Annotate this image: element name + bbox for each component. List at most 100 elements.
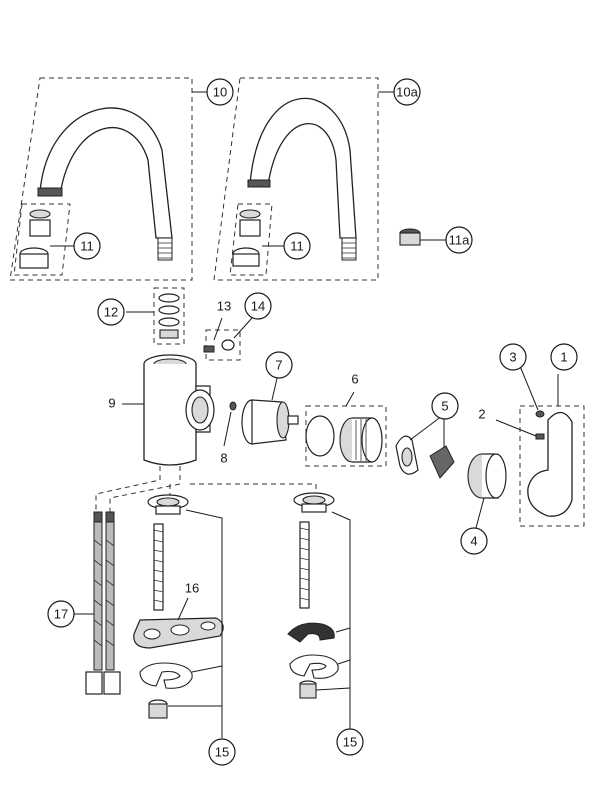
callout-3-label: 3: [509, 350, 516, 365]
callout-14-label: 14: [251, 299, 265, 314]
callout-1: 1: [550, 343, 578, 371]
aerator-11-left-housing: [19, 253, 49, 269]
fixing-right-flange-neck: [301, 503, 327, 513]
screw-2: [535, 433, 545, 440]
callout-1-label: 1: [560, 350, 567, 365]
aerator-11a-body: [399, 232, 421, 246]
cartridge-7: [241, 373, 299, 445]
callout-10-label: 10: [213, 85, 227, 100]
callout-8-label: 8: [220, 451, 227, 466]
callout-15-right: 15: [336, 728, 364, 756]
aerator-11-left-outline: [13, 203, 71, 276]
callout-2-label: 2: [478, 407, 485, 422]
fixing-right-clip: [287, 622, 335, 643]
callout-7-label: 7: [275, 358, 282, 373]
callout-17: 17: [47, 600, 75, 628]
fixing-left-washer: [139, 662, 193, 689]
adaptor-5-b: [429, 445, 455, 479]
aerator-11-left-body: [29, 219, 51, 237]
callout-7: 7: [265, 351, 293, 379]
fixing-left-stud: [153, 523, 164, 611]
fixing-left-flange-neck: [155, 505, 181, 515]
seal-6-ring: [305, 415, 335, 457]
fixing-right-nut: [299, 683, 317, 699]
cap-4-front: [485, 453, 507, 499]
tap-body-9: [122, 354, 215, 466]
spout-10-dashed-outline: [9, 77, 193, 281]
spout-10a-connector: [341, 237, 357, 261]
spout-10a-dashed-outline: [213, 77, 379, 281]
cartridge-7-stem: [287, 415, 299, 425]
adaptors-5: [395, 415, 455, 479]
handle-1-outline: [519, 405, 585, 527]
alignment-left: [95, 466, 161, 516]
oring-12-c: [158, 317, 180, 327]
aerator-11-right-outline: [229, 203, 273, 276]
handle-group-1: [495, 365, 585, 527]
callout-15-left-label: 15: [215, 745, 229, 760]
fixing-left-flange-inner: [156, 497, 180, 507]
cap-4: [467, 453, 507, 529]
spout-10-tip: [37, 187, 63, 197]
fixing-left-nut: [148, 703, 168, 719]
callout-17-label: 17: [54, 607, 68, 622]
alignment-lines: [95, 466, 317, 516]
callout-11-right: 11: [283, 232, 311, 260]
body-9-cylinder: [143, 364, 197, 466]
oring-12-d: [159, 329, 179, 339]
nut-6-front: [361, 417, 383, 463]
aerator-11-right-housing: [232, 253, 260, 267]
callout-6-label: 6: [351, 372, 358, 387]
callout-13-label: 13: [217, 299, 231, 314]
hose-17-b-nut: [103, 671, 121, 695]
oring-12-a: [158, 293, 180, 303]
callout-5-label: 5: [441, 399, 448, 414]
callout-11-left: 11: [73, 232, 101, 260]
orings-12-outline: [153, 287, 185, 345]
hose-17-a-tip: [93, 511, 103, 523]
spout-10-connector: [157, 237, 173, 261]
callout-4-label: 4: [470, 534, 477, 549]
spout-group-10a: [213, 77, 394, 281]
fixing-right-stud: [299, 521, 310, 609]
retainer-6: [305, 391, 387, 467]
callout-4: 4: [460, 527, 488, 555]
callout-15-right-label: 15: [343, 735, 357, 750]
callout-16-label: 16: [185, 581, 199, 596]
spout-group-10: [9, 77, 208, 281]
callout-11-left-label: 11: [80, 239, 94, 254]
fixing-kit-left: [133, 494, 224, 738]
callout-10a-label: 10a: [396, 85, 418, 100]
callout-15-left: 15: [208, 738, 236, 766]
alignment-left-2: [109, 466, 181, 516]
callout-10: 10: [206, 78, 234, 106]
retainer-6-outline: [305, 405, 387, 467]
pin-8-shape: [229, 401, 237, 411]
fixing-right-flange-inner: [302, 495, 326, 505]
adaptor-5-a-bore: [401, 447, 413, 467]
callout-12: 12: [97, 298, 125, 326]
fixing-right-washer: [289, 654, 339, 679]
aerator-11a: [399, 228, 446, 246]
callout-12-label: 12: [104, 305, 118, 320]
cartridge-7-front: [276, 401, 290, 439]
aerator-11-right-body: [239, 219, 261, 237]
oring-12-b: [158, 305, 180, 315]
callout-11a: 11a: [445, 226, 473, 254]
callout-14: 14: [244, 292, 272, 320]
callout-5: 5: [431, 392, 459, 420]
callout-3: 3: [499, 343, 527, 371]
fixing-kit-right: [287, 492, 351, 738]
spout-10-tube: [39, 107, 173, 239]
washer-14: [221, 339, 235, 351]
body-9-port-bore: [191, 396, 209, 424]
callout-11a-label: 11a: [449, 233, 470, 248]
hoses-17: [74, 511, 121, 695]
spout-10a-tube: [249, 97, 357, 239]
callout-11-right-label: 11: [290, 239, 304, 254]
callout-9-label: 9: [108, 396, 115, 411]
hose-17-a-nut: [85, 671, 103, 695]
aerator-11-left-ring: [29, 209, 51, 219]
parts-13-14: [203, 317, 253, 361]
